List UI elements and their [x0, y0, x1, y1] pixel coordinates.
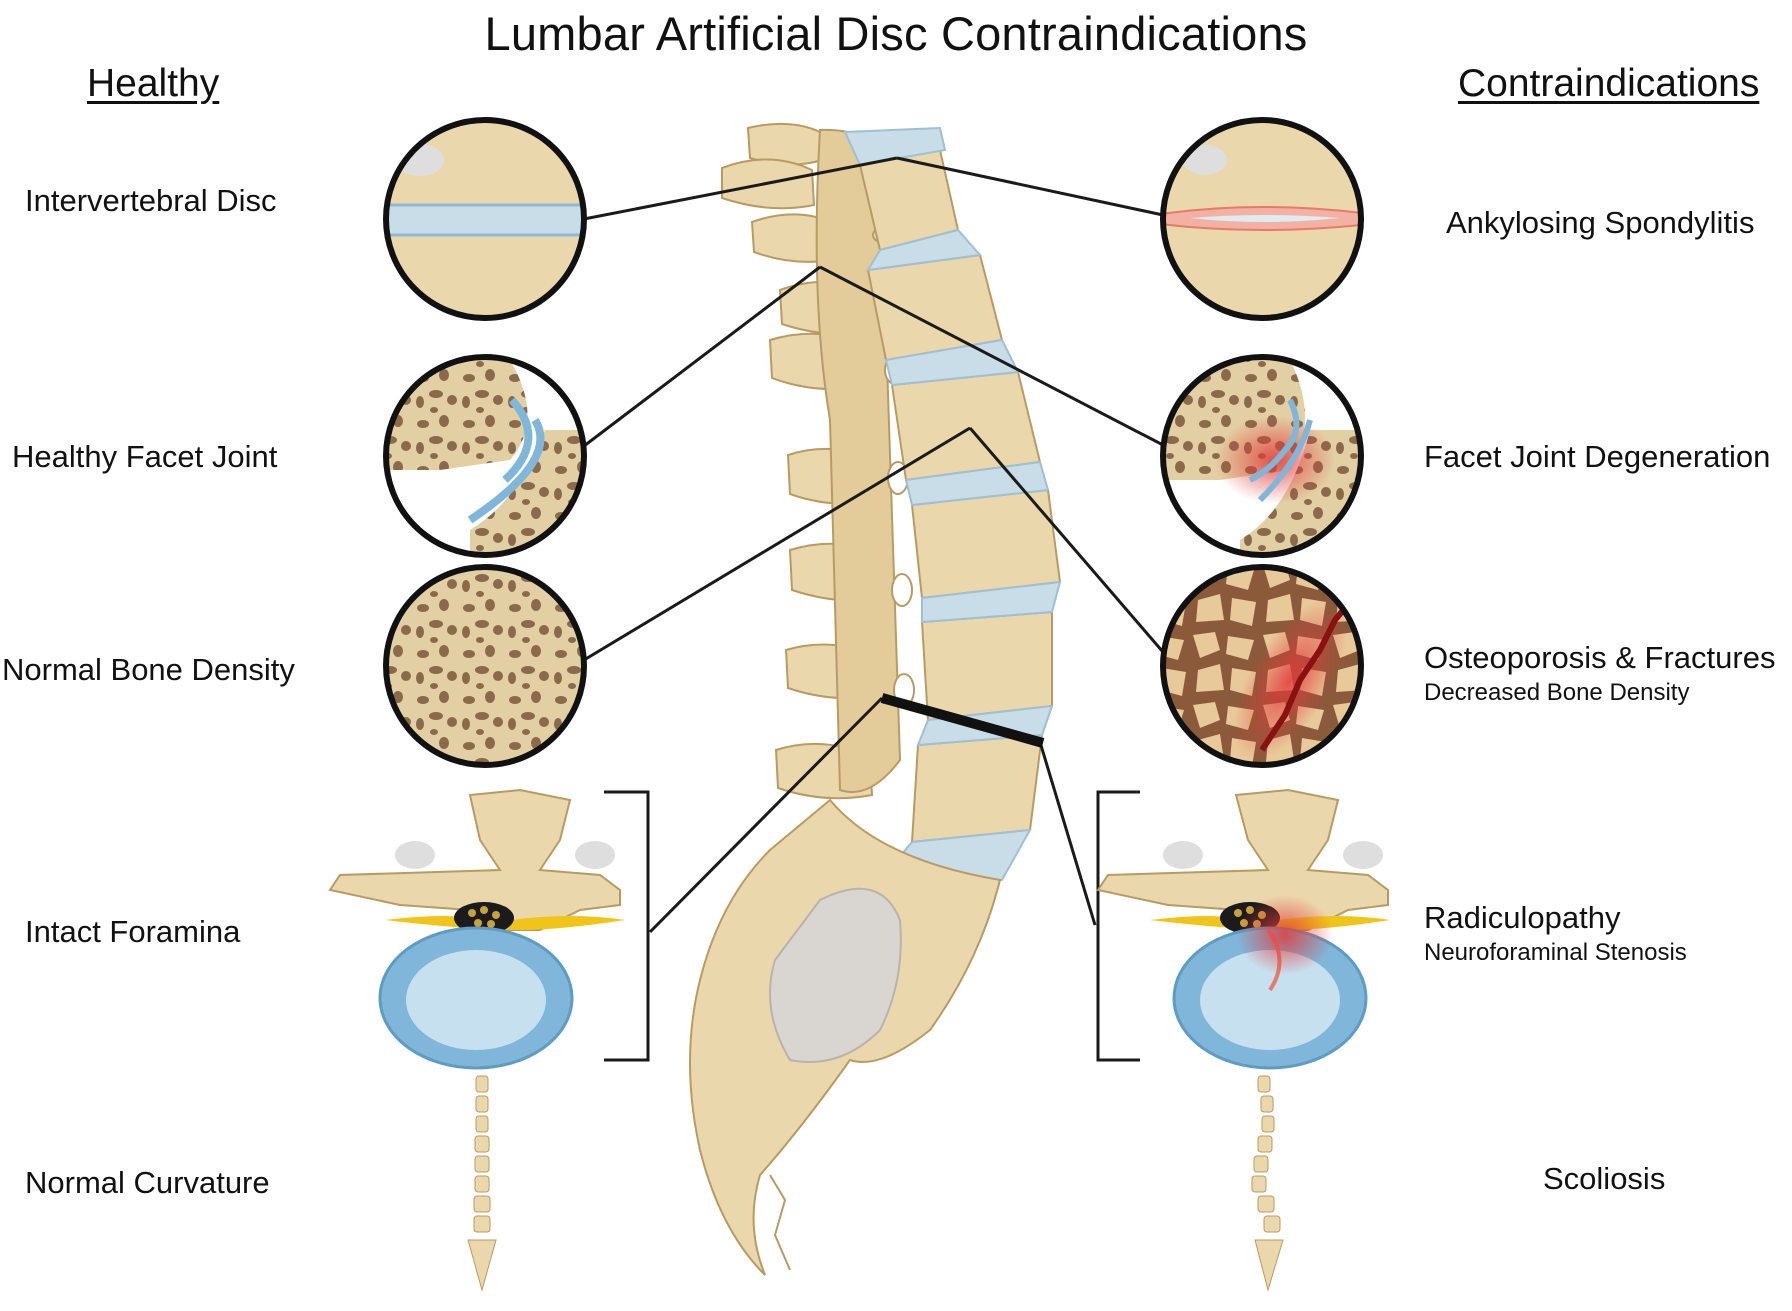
label-normal-bone-density: Normal Bone Density [2, 652, 295, 687]
spine-normal-curvature [467, 1075, 497, 1292]
label-osteoporosis-fractures: Osteoporosis & Fractures [1424, 640, 1776, 675]
inset-normal-bone-density [383, 564, 587, 768]
label-radiculopathy: Radiculopathy [1424, 900, 1621, 935]
label-facet-joint-degeneration: Facet Joint Degeneration [1424, 439, 1771, 474]
label-intervertebral-disc: Intervertebral Disc [25, 183, 277, 218]
lumbar-spine [689, 122, 1062, 1276]
heading-contraindications: Contraindications [1458, 62, 1760, 105]
inset-osteoporosis-fractures [1160, 564, 1364, 768]
inset-healthy-disc [383, 117, 587, 321]
label-normal-curvature: Normal Curvature [25, 1165, 270, 1200]
page-title: Lumbar Artificial Disc Contraindications [484, 7, 1308, 60]
axial-vertebra-healthy [328, 788, 625, 1070]
sublabel-decreased-bone-density: Decreased Bone Density [1424, 679, 1690, 706]
label-ankylosing-spondylitis: Ankylosing Spondylitis [1446, 205, 1755, 240]
spine-scoliosis [1251, 1075, 1284, 1292]
label-scoliosis: Scoliosis [1543, 1161, 1666, 1196]
connector-lines [583, 156, 1165, 1062]
heading-healthy: Healthy [87, 62, 220, 105]
inset-facet-joint-degeneration [1160, 354, 1364, 558]
label-healthy-facet-joint: Healthy Facet Joint [12, 439, 278, 474]
sublabel-neuroforaminal-stenosis: Neuroforaminal Stenosis [1424, 939, 1687, 966]
level-marker [880, 693, 1045, 748]
inset-ankylosing-spondylitis [1160, 117, 1364, 321]
axial-vertebra-radiculopathy [1096, 788, 1390, 1070]
label-intact-foramina: Intact Foramina [25, 914, 241, 949]
inset-healthy-facet-joint [383, 354, 587, 558]
